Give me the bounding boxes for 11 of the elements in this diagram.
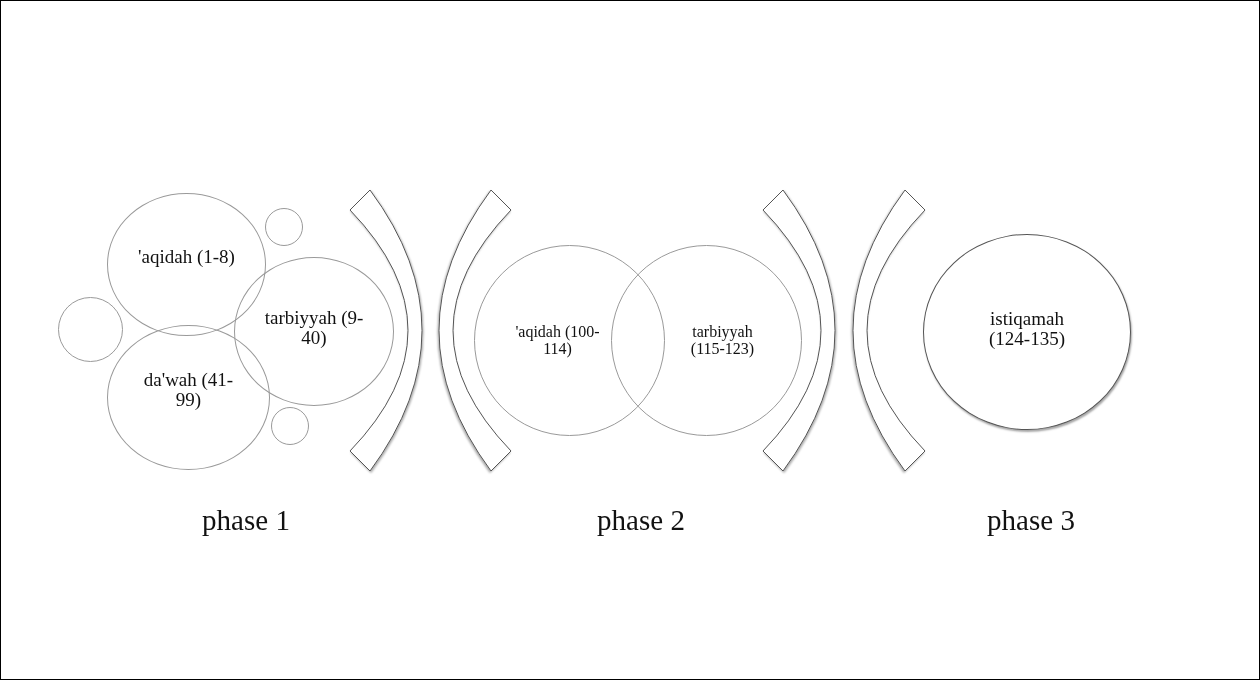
phase-label: phase 3 [987,504,1075,537]
circle-label: 'aqidah (100-114) [514,323,601,358]
topic-circle [234,257,394,406]
phase-label: phase 1 [202,504,290,537]
circle-label: istiqamah (124-135) [988,309,1066,349]
phase-label: phase 2 [597,504,685,537]
circle-label: 'aqidah (1-8) [138,246,235,267]
topic-circle [107,193,266,336]
circle-label: tarbiyyah (9-40) [264,307,364,348]
circle-label: tarbiyyah (115-123) [689,323,756,358]
circle-label: da'wah (41-99) [142,369,235,410]
